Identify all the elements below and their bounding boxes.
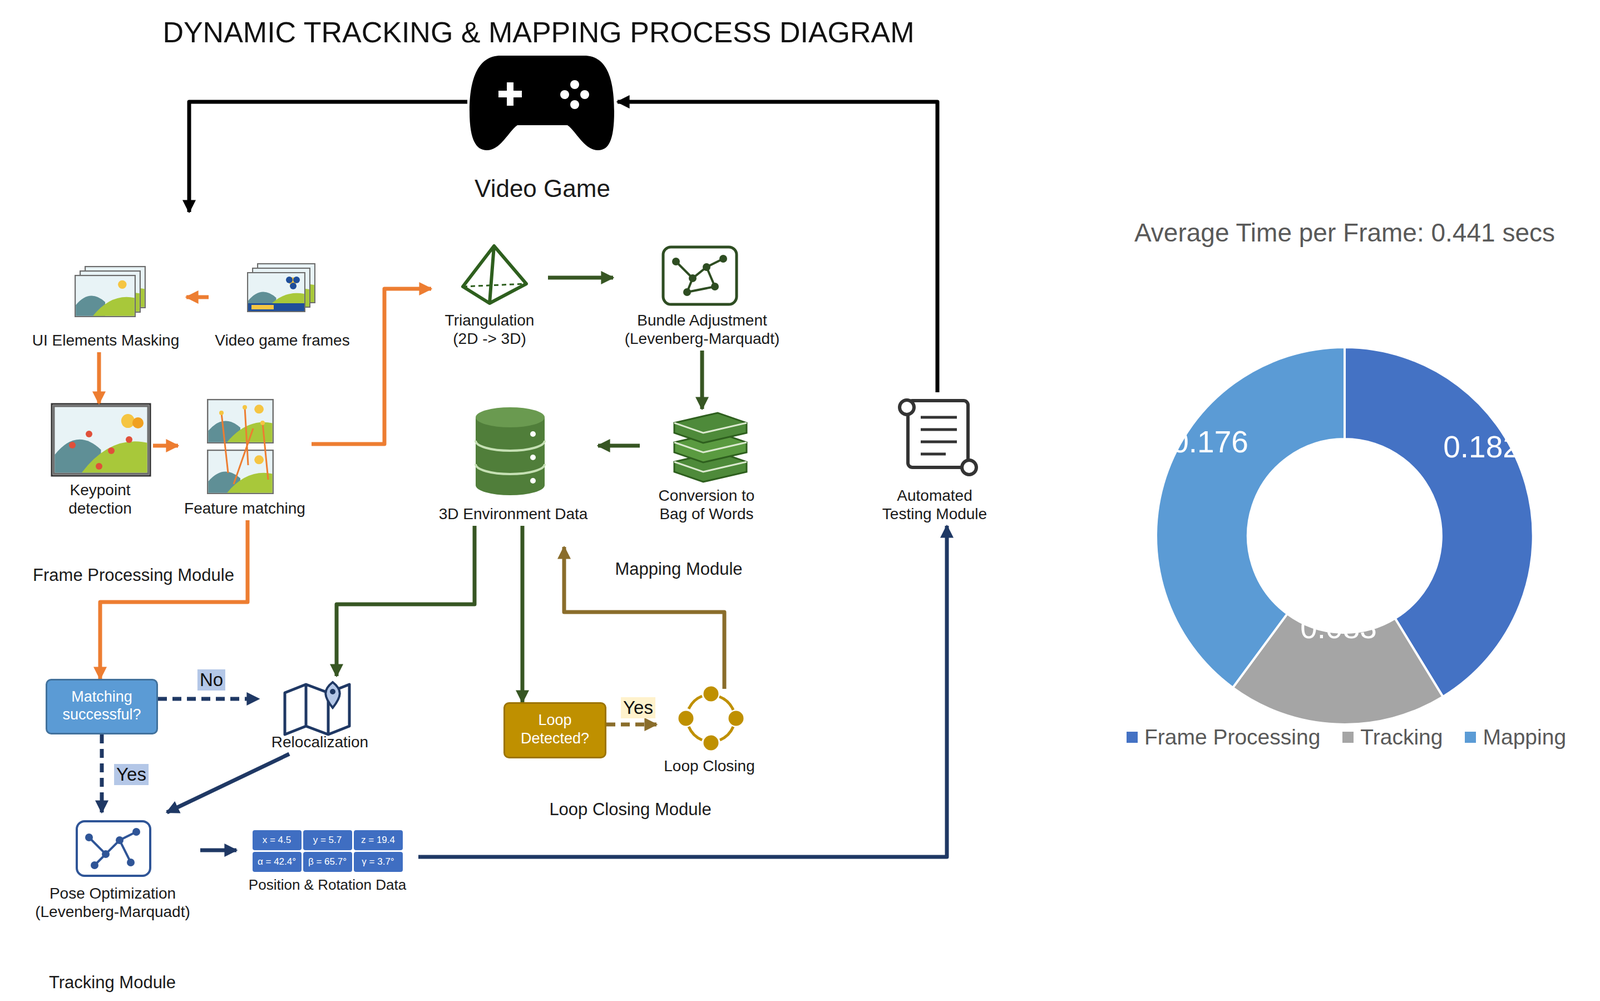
- module-label: Loop Closing Module: [549, 799, 711, 820]
- process-node: 3D Environment Data: [428, 403, 599, 526]
- edge-label: Yes: [620, 697, 656, 719]
- process-node: Conversion to Bag of Words: [639, 408, 774, 526]
- edge-label: No: [197, 669, 226, 691]
- value-label: 0.083: [1300, 609, 1377, 646]
- connector: [547, 275, 614, 280]
- masked-frames-icon: [75, 266, 146, 317]
- connector: [97, 352, 102, 404]
- matching-icon: [207, 399, 274, 494]
- graph-icon: [663, 247, 737, 305]
- node-label: Position & Rotation Data: [248, 876, 407, 894]
- pyramid-icon: [462, 245, 527, 304]
- node-label: Feature matching: [184, 499, 306, 518]
- map-icon: [284, 682, 350, 735]
- chart-title: Average Time per Frame: 0.441 secs: [1134, 217, 1555, 248]
- legend-swatch: [1126, 731, 1138, 743]
- connector: [166, 753, 290, 813]
- connector: [418, 525, 947, 857]
- node-label: Loop Detected?: [508, 710, 602, 748]
- node-label: Automated Testing Module: [871, 486, 999, 524]
- decision-box: Matching successful?: [45, 678, 158, 735]
- legend-text: Mapping: [1482, 724, 1567, 751]
- legend-item: Tracking: [1342, 724, 1443, 751]
- database-icon: [475, 407, 545, 496]
- node-label: Matching successful?: [50, 687, 153, 724]
- process-node: Keypoint detection: [47, 403, 153, 521]
- node-label: 3D Environment Data: [438, 504, 589, 524]
- connector: [152, 443, 179, 448]
- connector: [189, 101, 468, 212]
- process-node: Video game frames: [208, 260, 357, 353]
- table-cell: β = 65.7°: [303, 851, 353, 872]
- value-label: 0.176: [1171, 423, 1249, 460]
- connector: [606, 722, 657, 727]
- legend-swatch: [1342, 731, 1354, 743]
- node-label: Triangulation (2D -> 3D): [434, 310, 545, 349]
- connector: [700, 350, 705, 409]
- legend-item: Mapping: [1464, 724, 1567, 751]
- process-node: Triangulation (2D -> 3D): [431, 239, 548, 351]
- legend-text: Tracking: [1360, 724, 1443, 751]
- connector: [157, 697, 259, 701]
- legend-item: Frame Processing: [1126, 724, 1321, 751]
- scroll-icon: [899, 400, 977, 475]
- node-label: UI Elements Masking: [32, 331, 180, 350]
- table-cell: α = 42.4°: [252, 851, 302, 872]
- node-label: Bundle Adjustment (Levenberg-Marquadt): [616, 310, 788, 349]
- connector: [617, 101, 938, 393]
- module-label: Tracking Module: [48, 972, 176, 993]
- table-cell: γ = 3.7°: [353, 851, 403, 872]
- connector: [186, 295, 209, 300]
- connector: [598, 443, 640, 448]
- module-box: Loop Closing ModuleLoop Detected?Loop Cl…: [483, 669, 778, 791]
- node-label: Video Game: [474, 174, 611, 204]
- node-label: Pose Optimization (Levenberg-Marquadt): [28, 884, 197, 922]
- process-node: Loop Closing: [656, 688, 763, 778]
- process-node: Feature matching: [178, 396, 312, 521]
- module-box: Frame Processing ModuleVideo game frames…: [18, 211, 365, 555]
- process-node: x = 4.5y = 5.7z = 19.4 α = 42.4°β = 65.7°…: [236, 823, 419, 896]
- module-box: Mapping ModuleTriangulation (2D -> 3D)Bu…: [422, 230, 807, 547]
- node-label: Keypoint detection: [50, 480, 150, 518]
- node-label: Video game frames: [214, 331, 350, 350]
- loop-icon: [679, 687, 743, 749]
- connector: [100, 734, 105, 813]
- node-label: Conversion to Bag of Words: [643, 486, 770, 524]
- process-node: Relocalization: [258, 675, 382, 754]
- legend-swatch: [1464, 731, 1476, 743]
- process-node: Bundle Adjustment (Levenberg-Marquadt): [613, 239, 792, 351]
- connector: [520, 525, 525, 703]
- testing-node: Automated Testing Module: [867, 392, 1002, 526]
- connector: [200, 848, 237, 853]
- process-node: UI Elements Masking: [25, 260, 187, 353]
- pose-graph-icon: [76, 821, 151, 876]
- frames-icon: [247, 263, 315, 312]
- legend: Frame Processing Tracking Mapping: [1101, 724, 1592, 751]
- keypoint-icon: [51, 403, 151, 476]
- table-cell: z = 19.4: [353, 830, 403, 851]
- decision-box: Loop Detected?: [503, 702, 607, 759]
- table-cell: x = 4.5: [252, 830, 302, 851]
- legend-text: Frame Processing: [1144, 724, 1321, 751]
- connector: [311, 288, 432, 444]
- node-label: Loop Closing: [663, 756, 755, 776]
- connector: [336, 525, 475, 676]
- edge-label: Yes: [114, 763, 149, 785]
- game-controller: [469, 55, 615, 151]
- module-label: Frame Processing Module: [32, 565, 235, 586]
- value-label: 0.182: [1443, 428, 1520, 465]
- module-label: Mapping Module: [614, 559, 743, 580]
- connector: [100, 520, 248, 679]
- table-cell: y = 5.7: [303, 830, 353, 851]
- diagram-title: DYNAMIC TRACKING & MAPPING PROCESS DIAGR…: [162, 15, 915, 49]
- books-icon: [674, 412, 747, 482]
- node-label: Relocalization: [271, 732, 369, 752]
- cell-grid: x = 4.5y = 5.7z = 19.4 α = 42.4°β = 65.7°…: [252, 830, 403, 872]
- donut-chart: [1156, 347, 1534, 725]
- process-node: Pose Optimization (Levenberg-Marquadt): [25, 812, 201, 924]
- game-node: Video Game: [467, 50, 618, 206]
